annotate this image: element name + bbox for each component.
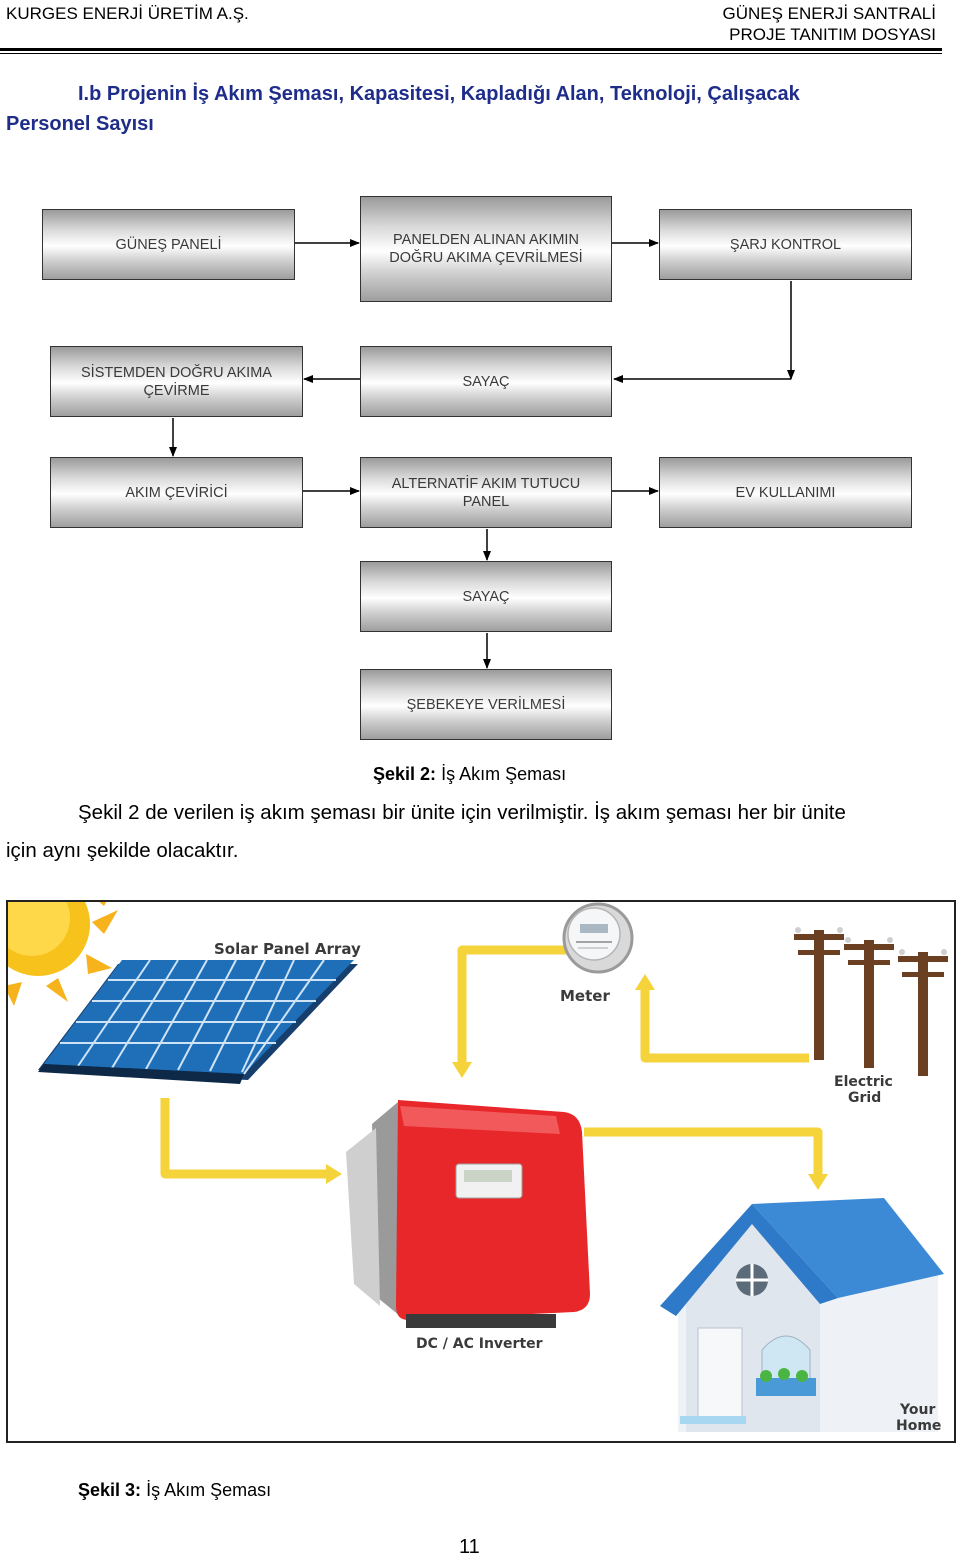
header-rule-thin (0, 53, 942, 54)
figure-3-caption: Şekil 3: İş Akım Şeması (78, 1480, 271, 1501)
header-rule (0, 48, 942, 51)
flow-box-ev-kullanimi: EV KULLANIMI (659, 457, 912, 528)
flow-box-sayac-2: SAYAÇ (360, 561, 612, 632)
paragraph-line2: için aynı şekilde olacaktır. (6, 839, 239, 862)
meter-label: Meter (560, 987, 610, 1005)
home-label-2: Home (896, 1418, 941, 1434)
sun-icon (8, 902, 118, 1006)
flow-box-akim-cevirici: AKIM ÇEVİRİCİ (50, 457, 303, 528)
home-label-1: Your (899, 1402, 935, 1418)
utility-pole-icon (794, 930, 948, 1076)
grid-label-2: Grid (848, 1090, 881, 1106)
page-number: 11 (459, 1536, 480, 1558)
figure-3-text: İş Akım Şeması (146, 1480, 272, 1500)
solar-label: Solar Panel Array (214, 940, 361, 958)
solar-system-illustration: Solar Panel Array Meter (6, 900, 956, 1443)
flow-box-sebekeye: ŞEBEKEYE VERİLMESİ (360, 669, 612, 740)
flow-box-sarj-kontrol: ŞARJ KONTROL (659, 209, 912, 280)
header-doc-title: GÜNEŞ ENERJİ SANTRALİ (722, 4, 937, 23)
figure-2-text: İş Akım Şeması (441, 764, 567, 784)
section-title-line1: I.b Projenin İş Akım Şeması, Kapasitesi,… (78, 83, 800, 105)
figure-3-label: Şekil 3: (78, 1480, 142, 1500)
inverter-icon (346, 1100, 590, 1328)
flow-box-alternatif: ALTERNATİF AKIM TUTUCU PANEL (360, 457, 612, 528)
figure-2-caption: Şekil 2: İş Akım Şeması (373, 764, 566, 785)
energy-flow-arrows (160, 945, 823, 1179)
meter-icon (562, 902, 634, 974)
house-icon (660, 1198, 944, 1432)
flowchart-arrows (169, 239, 795, 669)
figure-2-label: Şekil 2: (373, 764, 437, 784)
header-doc-subtitle: PROJE TANITIM DOSYASI (729, 25, 936, 44)
energy-flow-arrowheads (326, 974, 828, 1190)
flow-box-sistemden: SİSTEMDEN DOĞRU AKIMA ÇEVİRME (50, 346, 303, 417)
flow-box-dogru-akim: PANELDEN ALINAN AKIMIN DOĞRU AKIMA ÇEVRİ… (360, 196, 612, 302)
paragraph-line1: Şekil 2 de verilen iş akım şeması bir ün… (78, 801, 846, 824)
flow-box-gunes-paneli: GÜNEŞ PANELİ (42, 209, 295, 280)
section-title-line2: Personel Sayısı (6, 113, 154, 135)
flow-box-sayac-1: SAYAÇ (360, 346, 612, 417)
header-company: KURGES ENERJİ ÜRETİM A.Ş. (6, 4, 249, 23)
grid-label-1: Electric (834, 1074, 893, 1090)
solar-panel-icon (38, 959, 358, 1084)
inverter-label: DC / AC Inverter (416, 1336, 543, 1352)
illustration-canvas: Solar Panel Array Meter (8, 902, 948, 1434)
